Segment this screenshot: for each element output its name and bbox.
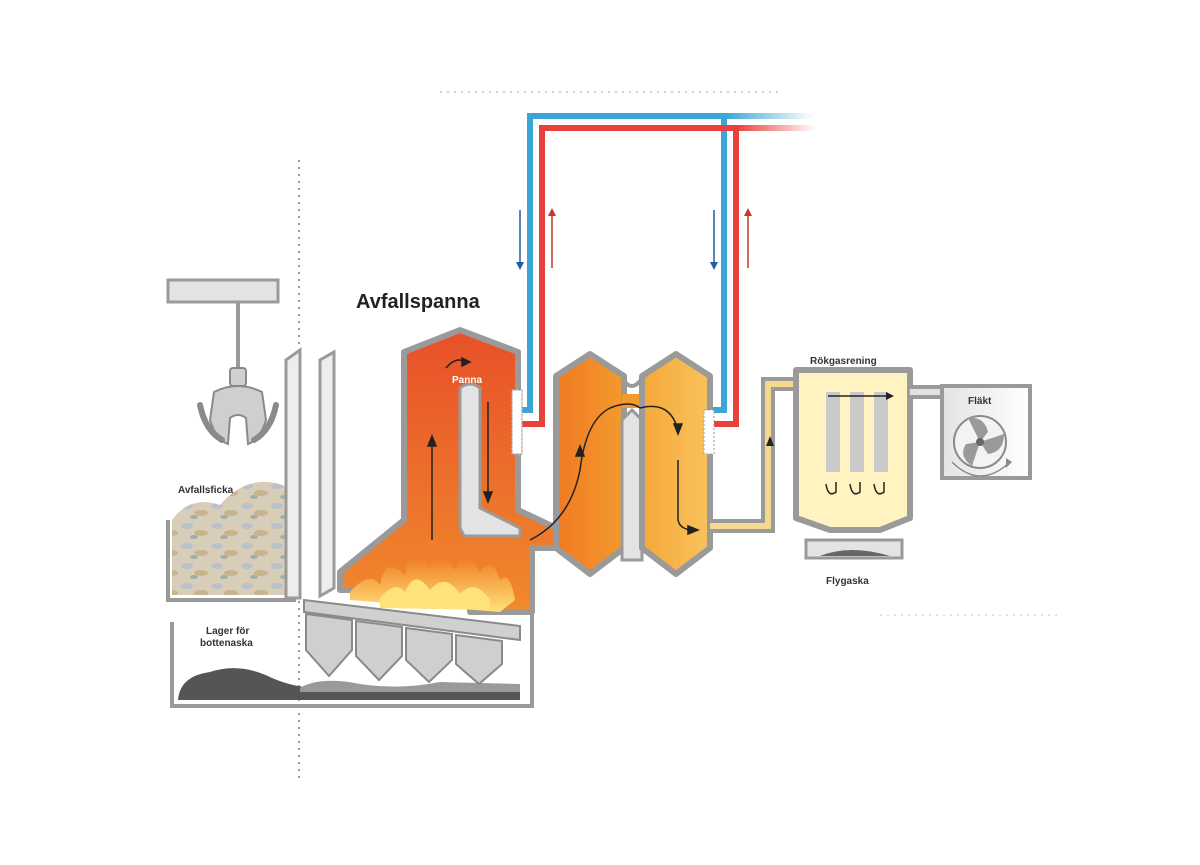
heat-exchanger-2: [639, 351, 715, 577]
grate: [303, 598, 521, 686]
label-avfallspanna: Avfallspanna: [356, 291, 481, 313]
label-lager-line1: Lager för: [206, 626, 249, 637]
label-lager-line2: bottenaska: [200, 638, 253, 649]
district-heating-pipes: [516, 113, 816, 427]
heat-exchanger-1: [553, 351, 627, 577]
flue-duct: [710, 377, 800, 533]
feed-hopper: [284, 347, 336, 600]
waste-bunker: [166, 481, 296, 602]
fan: [910, 384, 1032, 480]
flue-gas-cleaning: [793, 367, 913, 560]
label-panna: Panna: [452, 375, 482, 386]
bottom-ash-store: [170, 612, 534, 708]
crane: [166, 278, 280, 446]
flames: [350, 555, 515, 612]
label-avfallsficka: Avfallsficka: [178, 485, 234, 496]
label-flygaska: Flygaska: [826, 576, 869, 587]
boiler-furnace: [337, 327, 559, 615]
gas-flow-arrows: [426, 356, 701, 541]
label-flakt: Fläkt: [968, 396, 992, 407]
label-rokgasrening: Rökgasrening: [810, 356, 877, 367]
